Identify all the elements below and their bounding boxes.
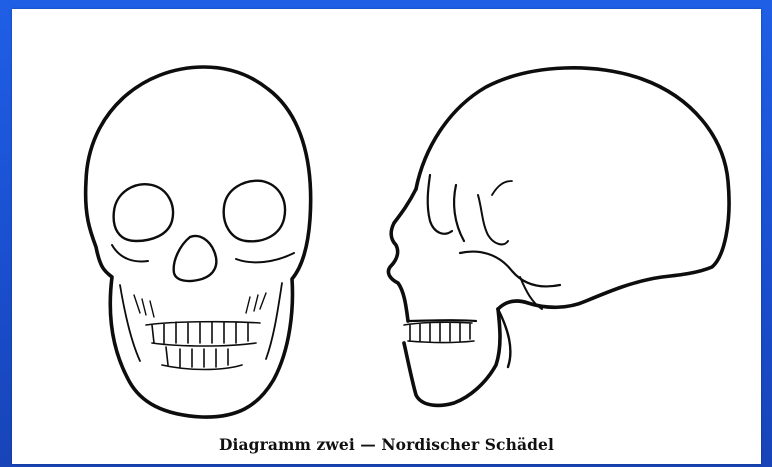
skull-diagram	[12, 9, 761, 464]
figure-caption: Diagramm zwei — Nordischer Schädel	[12, 435, 761, 454]
slide-panel: Diagramm zwei — Nordischer Schädel	[12, 9, 761, 464]
front-skull-drawing	[86, 67, 311, 417]
side-skull-drawing	[388, 68, 729, 406]
